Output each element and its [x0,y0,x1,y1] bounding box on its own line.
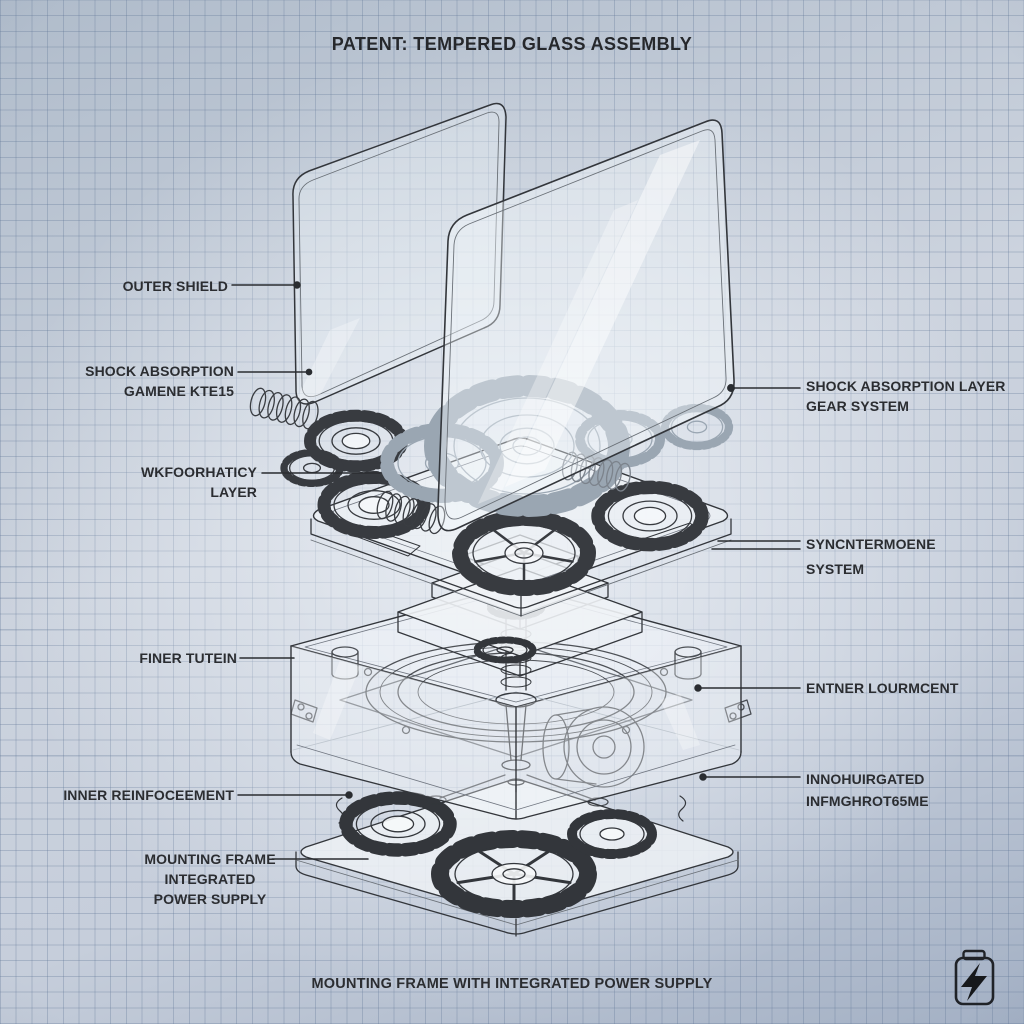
label-syncntermoene-system: SYNCNTERMOENE SYSTEM [806,536,936,577]
ghost-gear-medium-icon [380,423,504,503]
label-mounting-frame: MOUNTING FRAME INTEGRATED POWER SUPPLY [144,851,276,907]
ghost-gear-small-icon [575,410,665,468]
drum-roller [542,706,645,788]
label-innohuirgated: INNOHUIRGATED INFMGHROT65ME [806,771,929,809]
base-gear-center-icon [431,830,597,918]
label-shock-absorption-left: SHOCK ABSORPTION GAMENE KTE15 [85,363,234,399]
plate-gear-2-icon [452,510,596,596]
gear-plate-layer [247,375,734,617]
corner-post-right [674,646,702,680]
base-gear-left-icon [339,791,457,857]
base-plate [295,779,739,937]
bracket-right [724,699,752,723]
corner-post-left [331,646,359,680]
leader-lines [231,281,801,860]
label-wkfoorhaticy-layer: WKFOORHATICY LAYER [140,464,257,500]
glass-pane-front [437,119,735,532]
pedestal-gear-icon [473,636,537,664]
battery-charging-icon [954,949,995,1006]
label-shock-absorption-layer-gear-system: SHOCK ABSORPTION LAYER GEAR SYSTEM [806,378,1006,414]
label-entner-lourmcent: ENTNER LOURMCENT [806,680,959,696]
plate-gear-3-icon [591,480,709,552]
squiggle-left [335,797,344,824]
label-inner-reinforcement: INNER REINFOCEEMENT [63,787,234,803]
label-finer-tutein: FINER TUTEIN [139,650,237,666]
bracket-left [290,699,318,723]
base-gear-right-icon [567,809,657,859]
squiggle-right [678,795,687,822]
bottom-caption: MOUNTING FRAME WITH INTEGRATED POWER SUP… [311,976,713,992]
ghost-gear-right-icon [660,403,734,451]
label-outer-shield: OUTER SHIELD [122,278,228,294]
page-title: PATENT: TEMPERED GLASS ASSEMBLY [331,34,693,54]
glass-pane-back [292,102,507,405]
plate-gear-1-icon [317,471,431,539]
